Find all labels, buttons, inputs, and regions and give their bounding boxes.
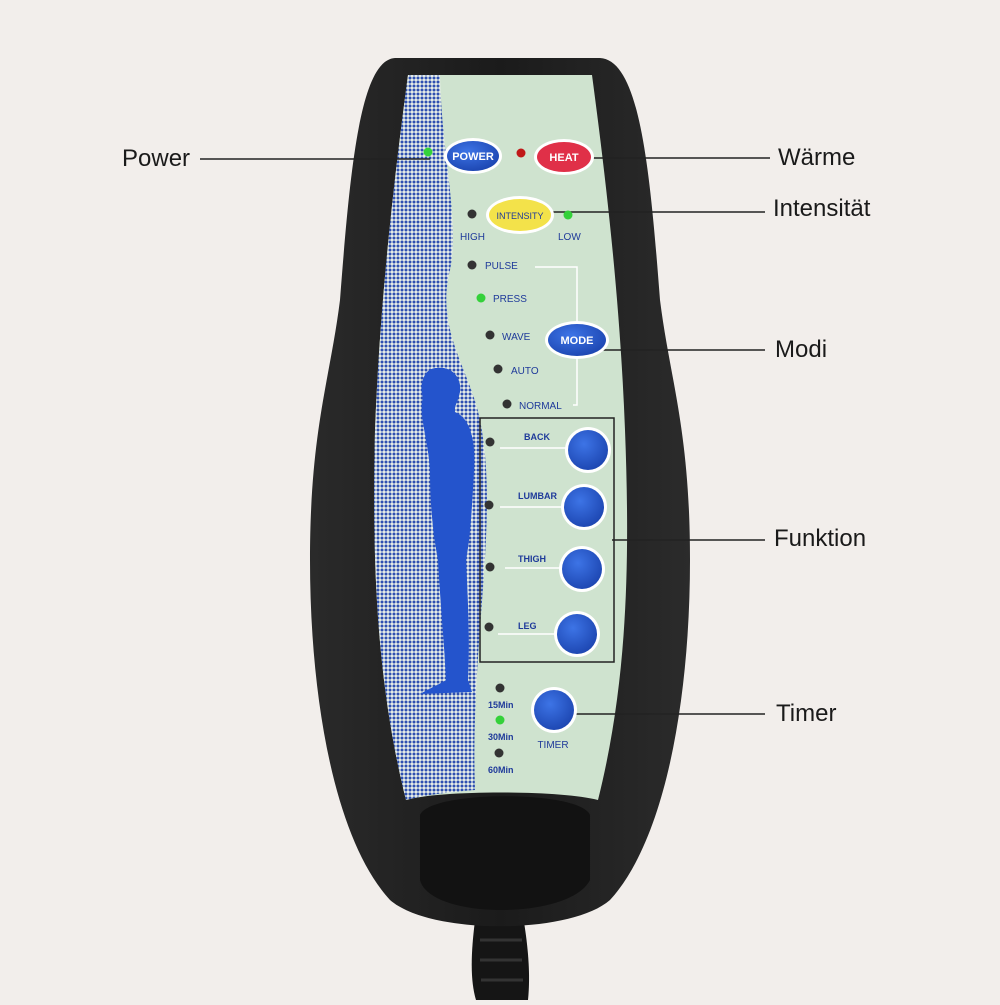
timer-button-label: TIMER <box>537 740 568 751</box>
timer-button[interactable] <box>531 687 577 733</box>
zone-lines <box>498 447 568 635</box>
timer-15-label: 15Min <box>488 700 514 710</box>
mode-wave-led <box>485 330 495 340</box>
remote-end-cap <box>420 796 590 910</box>
mode-normal-label: NORMAL <box>519 401 562 412</box>
callout-function: Funktion <box>774 525 867 552</box>
callout-heat: Wärme <box>778 144 856 171</box>
heat-led <box>516 148 526 158</box>
lumbar-button[interactable] <box>561 484 607 530</box>
timer-60-label: 60Min <box>488 765 514 775</box>
mode-press-label: PRESS <box>493 294 527 305</box>
callout-power: Power <box>122 145 191 172</box>
back-button[interactable] <box>565 427 611 473</box>
callout-mode: Modi <box>775 336 828 363</box>
intensity-high-led <box>467 209 477 219</box>
heat-button-label: HEAT <box>549 152 578 164</box>
intensity-low-led <box>563 210 573 220</box>
zone-lumbar-label: LUMBAR <box>518 491 557 501</box>
mode-auto-led <box>493 364 503 374</box>
mode-pulse-label: PULSE <box>485 261 518 272</box>
intensity-high-label: HIGH <box>460 232 485 243</box>
leg-button[interactable] <box>554 611 600 657</box>
mode-wave-label: WAVE <box>502 332 531 343</box>
zone-back-led <box>485 437 495 447</box>
power-button-label: POWER <box>452 151 494 163</box>
thigh-button[interactable] <box>559 546 605 592</box>
zone-leg-led <box>484 622 494 632</box>
intensity-button-label: INTENSITY <box>496 211 543 221</box>
timer-30-label: 30Min <box>488 732 514 742</box>
intensity-low-label: LOW <box>558 232 581 243</box>
power-button[interactable]: POWER <box>444 138 502 174</box>
mode-bracket <box>535 266 578 406</box>
body-silhouette-icon <box>420 367 475 694</box>
zone-back-label: BACK <box>524 432 550 442</box>
timer-30-led <box>495 715 505 725</box>
mode-button-label: MODE <box>561 335 594 347</box>
callout-intensity: Intensität <box>773 195 871 222</box>
zone-leg-label: LEG <box>518 621 537 631</box>
heat-button[interactable]: HEAT <box>534 139 594 175</box>
timer-15-led <box>495 683 505 693</box>
mode-button[interactable]: MODE <box>545 321 609 359</box>
timer-60-led <box>494 748 504 758</box>
power-led <box>423 147 433 157</box>
mode-pulse-led <box>467 260 477 270</box>
zone-lumbar-led <box>484 500 494 510</box>
mode-auto-label: AUTO <box>511 366 539 377</box>
zone-thigh-led <box>485 562 495 572</box>
mode-normal-led <box>502 399 512 409</box>
callout-timer: Timer <box>776 700 837 727</box>
intensity-button[interactable]: INTENSITY <box>486 196 554 234</box>
mode-press-led <box>476 293 486 303</box>
zone-thigh-label: THIGH <box>518 554 546 564</box>
